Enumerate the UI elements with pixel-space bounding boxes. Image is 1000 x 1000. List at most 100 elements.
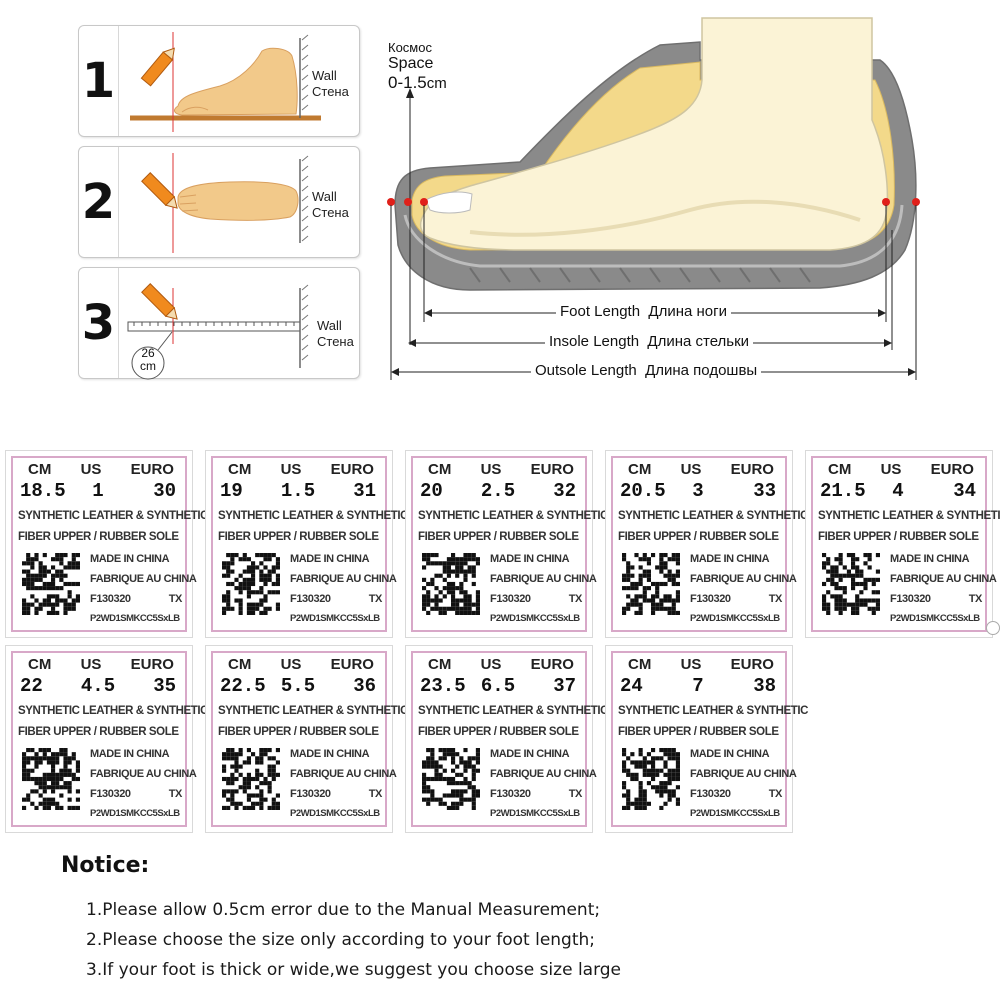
size-euro: 33 <box>753 480 776 502</box>
outsole-length-label: Outsole Length Длина подошвы <box>531 362 762 379</box>
size-cm: 20.5 <box>620 480 666 502</box>
material-text: SYNTHETIC LEATHER & SYNTHETIC FIBER UPPE… <box>18 510 209 543</box>
size-us: 6.5 <box>480 675 516 697</box>
size-us: 4 <box>892 480 904 502</box>
size-us: 1 <box>92 480 104 502</box>
size-euro: 31 <box>353 480 376 502</box>
material-text: SYNTHETIC LEATHER & SYNTHETIC FIBER UPPE… <box>818 510 1000 543</box>
size-values: 19 1.5 31 <box>220 480 376 502</box>
ruler-illustration <box>127 283 309 380</box>
space-label: Космос Space 0-1.5cm <box>388 40 447 92</box>
notice-item: 3.If your foot is thick or wide,we sugge… <box>86 960 622 980</box>
material-text: SYNTHETIC LEATHER & SYNTHETIC FIBER UPPE… <box>218 705 409 738</box>
notice-title: Notice: <box>61 853 150 878</box>
size-euro: 32 <box>553 480 576 502</box>
size-us: 4.5 <box>80 675 116 697</box>
size-cm: 22.5 <box>220 675 266 697</box>
card-inner-border <box>411 456 587 632</box>
size-cm: 18.5 <box>20 480 66 502</box>
card-inner-border <box>811 456 987 632</box>
size-us: 2.5 <box>480 480 516 502</box>
size-values: 23.5 6.5 37 <box>420 675 576 697</box>
step-number: 3 <box>79 268 119 378</box>
size-cm: 24 <box>620 675 643 697</box>
size-values: 22 4.5 35 <box>20 675 176 697</box>
card-inner-border <box>211 456 387 632</box>
foot-length-label: Foot Length Длина ноги <box>556 303 731 320</box>
size-euro: 38 <box>753 675 776 697</box>
size-us: 3 <box>692 480 704 502</box>
card-inner-border <box>411 651 587 827</box>
datamatrix-code-icon <box>22 553 80 615</box>
size-values: 21.5 4 34 <box>820 480 976 502</box>
circle-handle-icon <box>986 621 1000 635</box>
material-text: SYNTHETIC LEATHER & SYNTHETIC FIBER UPPE… <box>18 705 209 738</box>
size-values: 18.5 1 30 <box>20 480 176 502</box>
size-cm: 22 <box>20 675 43 697</box>
notice-item: 1.Please allow 0.5cm error due to the Ma… <box>86 900 601 920</box>
size-values: 20 2.5 32 <box>420 480 576 502</box>
material-text: SYNTHETIC LEATHER & SYNTHETIC FIBER UPPE… <box>618 705 809 738</box>
size-us: 1.5 <box>280 480 316 502</box>
size-euro: 37 <box>553 675 576 697</box>
step-number: 1 <box>79 26 119 136</box>
foot-top-illustration <box>141 153 309 253</box>
foot-side-illustration <box>130 32 321 132</box>
size-values: 24 7 38 <box>620 675 776 697</box>
datamatrix-code-icon <box>622 748 680 810</box>
card-inner-border <box>611 456 787 632</box>
step-number: 2 <box>79 147 119 257</box>
size-cm: 23.5 <box>420 675 466 697</box>
datamatrix-code-icon <box>422 748 480 810</box>
datamatrix-code-icon <box>422 553 480 615</box>
card-inner-border <box>11 456 187 632</box>
size-cm: 20 <box>420 480 443 502</box>
notice-item: 2.Please choose the size only according … <box>86 930 596 950</box>
datamatrix-code-icon <box>622 553 680 615</box>
insole-length-label: Insole Length Длина стельки <box>545 333 754 350</box>
size-euro: 35 <box>153 675 176 697</box>
material-text: SYNTHETIC LEATHER & SYNTHETIC FIBER UPPE… <box>618 510 809 543</box>
size-us: 7 <box>692 675 704 697</box>
size-cm: 19 <box>220 480 243 502</box>
size-euro: 34 <box>953 480 976 502</box>
size-euro: 36 <box>353 675 376 697</box>
datamatrix-code-icon <box>22 748 80 810</box>
datamatrix-code-icon <box>222 553 280 615</box>
material-text: SYNTHETIC LEATHER & SYNTHETIC FIBER UPPE… <box>418 705 609 738</box>
card-inner-border <box>211 651 387 827</box>
size-cm: 21.5 <box>820 480 866 502</box>
material-text: SYNTHETIC LEATHER & SYNTHETIC FIBER UPPE… <box>218 510 409 543</box>
